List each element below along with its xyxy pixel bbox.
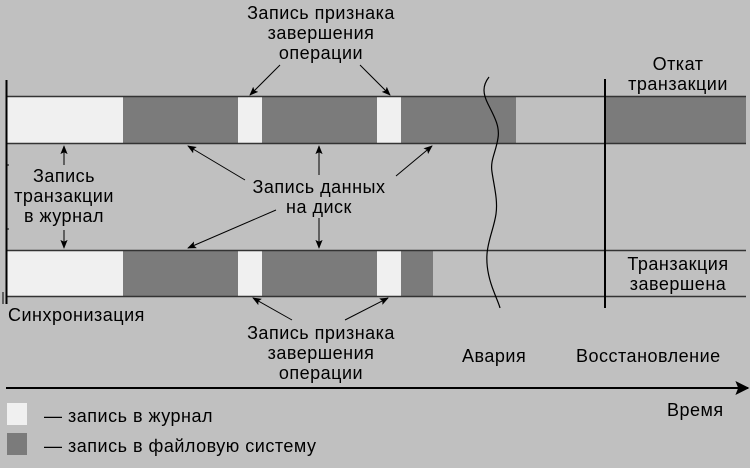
segment-filesystem bbox=[123, 251, 238, 296]
label-line: транзакции bbox=[14, 186, 114, 206]
segment-journal bbox=[7, 97, 123, 143]
segment-filesystem bbox=[606, 97, 746, 143]
label-sync: Синхронизация bbox=[8, 305, 145, 325]
label-crash: Авария bbox=[462, 346, 526, 366]
label-data-write: Запись данных на диск bbox=[228, 177, 410, 217]
segment-filesystem bbox=[262, 97, 377, 143]
label-line: Транзакция bbox=[627, 254, 729, 274]
label-line: транзакции bbox=[628, 74, 728, 94]
segment-empty bbox=[516, 97, 605, 143]
label-line: Синхронизация bbox=[8, 305, 145, 325]
legend-item-journal: — запись в журнал bbox=[44, 406, 213, 426]
track-bottom bbox=[7, 249, 746, 298]
segment-journal bbox=[377, 97, 401, 143]
legend-swatch-filesystem bbox=[7, 433, 27, 455]
segment-filesystem bbox=[123, 97, 238, 143]
label-completion-top: Запись признака завершения операции bbox=[215, 3, 427, 63]
arrow-completion-bottom-right bbox=[344, 297, 389, 321]
label-time-axis: Время bbox=[667, 400, 724, 420]
legend-text: — запись в журнал bbox=[44, 406, 214, 426]
track-top bbox=[7, 95, 746, 145]
arrow-completion-bottom-left bbox=[252, 297, 293, 321]
label-recovery: Восстановление bbox=[576, 346, 721, 366]
label-line: завершена bbox=[629, 274, 727, 294]
segment-filesystem bbox=[401, 251, 433, 296]
label-line: в журнал bbox=[23, 206, 105, 226]
label-rollback: Откат транзакции bbox=[610, 54, 746, 94]
legend-swatch-journal bbox=[7, 403, 27, 425]
label-line: Авария bbox=[462, 346, 527, 366]
segment-journal bbox=[238, 97, 262, 143]
label-line: Откат bbox=[652, 54, 704, 74]
segment-journal bbox=[7, 251, 123, 296]
label-line: Запись признака bbox=[247, 323, 395, 343]
arrow-completion-top-right bbox=[359, 64, 391, 96]
label-journal-write: Запись транзакции в журнал bbox=[2, 166, 126, 226]
arrow-completion-top-left bbox=[249, 64, 281, 96]
label-completion-bottom: Запись признака завершения операции bbox=[215, 323, 427, 383]
label-committed: Транзакция завершена bbox=[610, 254, 746, 294]
label-line: Восстановление bbox=[576, 346, 721, 366]
legend-item-filesystem: — запись в файловую систему bbox=[44, 436, 316, 456]
label-line: завершения bbox=[267, 23, 375, 43]
label-line: Запись данных bbox=[252, 177, 386, 197]
segment-filesystem bbox=[262, 251, 377, 296]
label-line: Запись признака bbox=[247, 3, 395, 23]
segment-filesystem bbox=[401, 97, 516, 143]
label-line: на диск bbox=[286, 197, 352, 217]
arrow-data-top-left bbox=[187, 145, 246, 181]
segment-journal bbox=[377, 251, 401, 296]
arrow-data-bottom-left bbox=[187, 209, 277, 249]
label-line: операции bbox=[278, 43, 364, 63]
label-line: операции bbox=[278, 363, 364, 383]
segment-journal bbox=[238, 251, 262, 296]
label-line: Время bbox=[667, 400, 724, 420]
arrow-data-top-right bbox=[395, 145, 433, 177]
label-line: Запись bbox=[32, 166, 96, 186]
label-line: завершения bbox=[267, 343, 375, 363]
legend-text: — запись в файловую систему bbox=[44, 436, 317, 456]
wavy-line-icon bbox=[483, 76, 501, 309]
